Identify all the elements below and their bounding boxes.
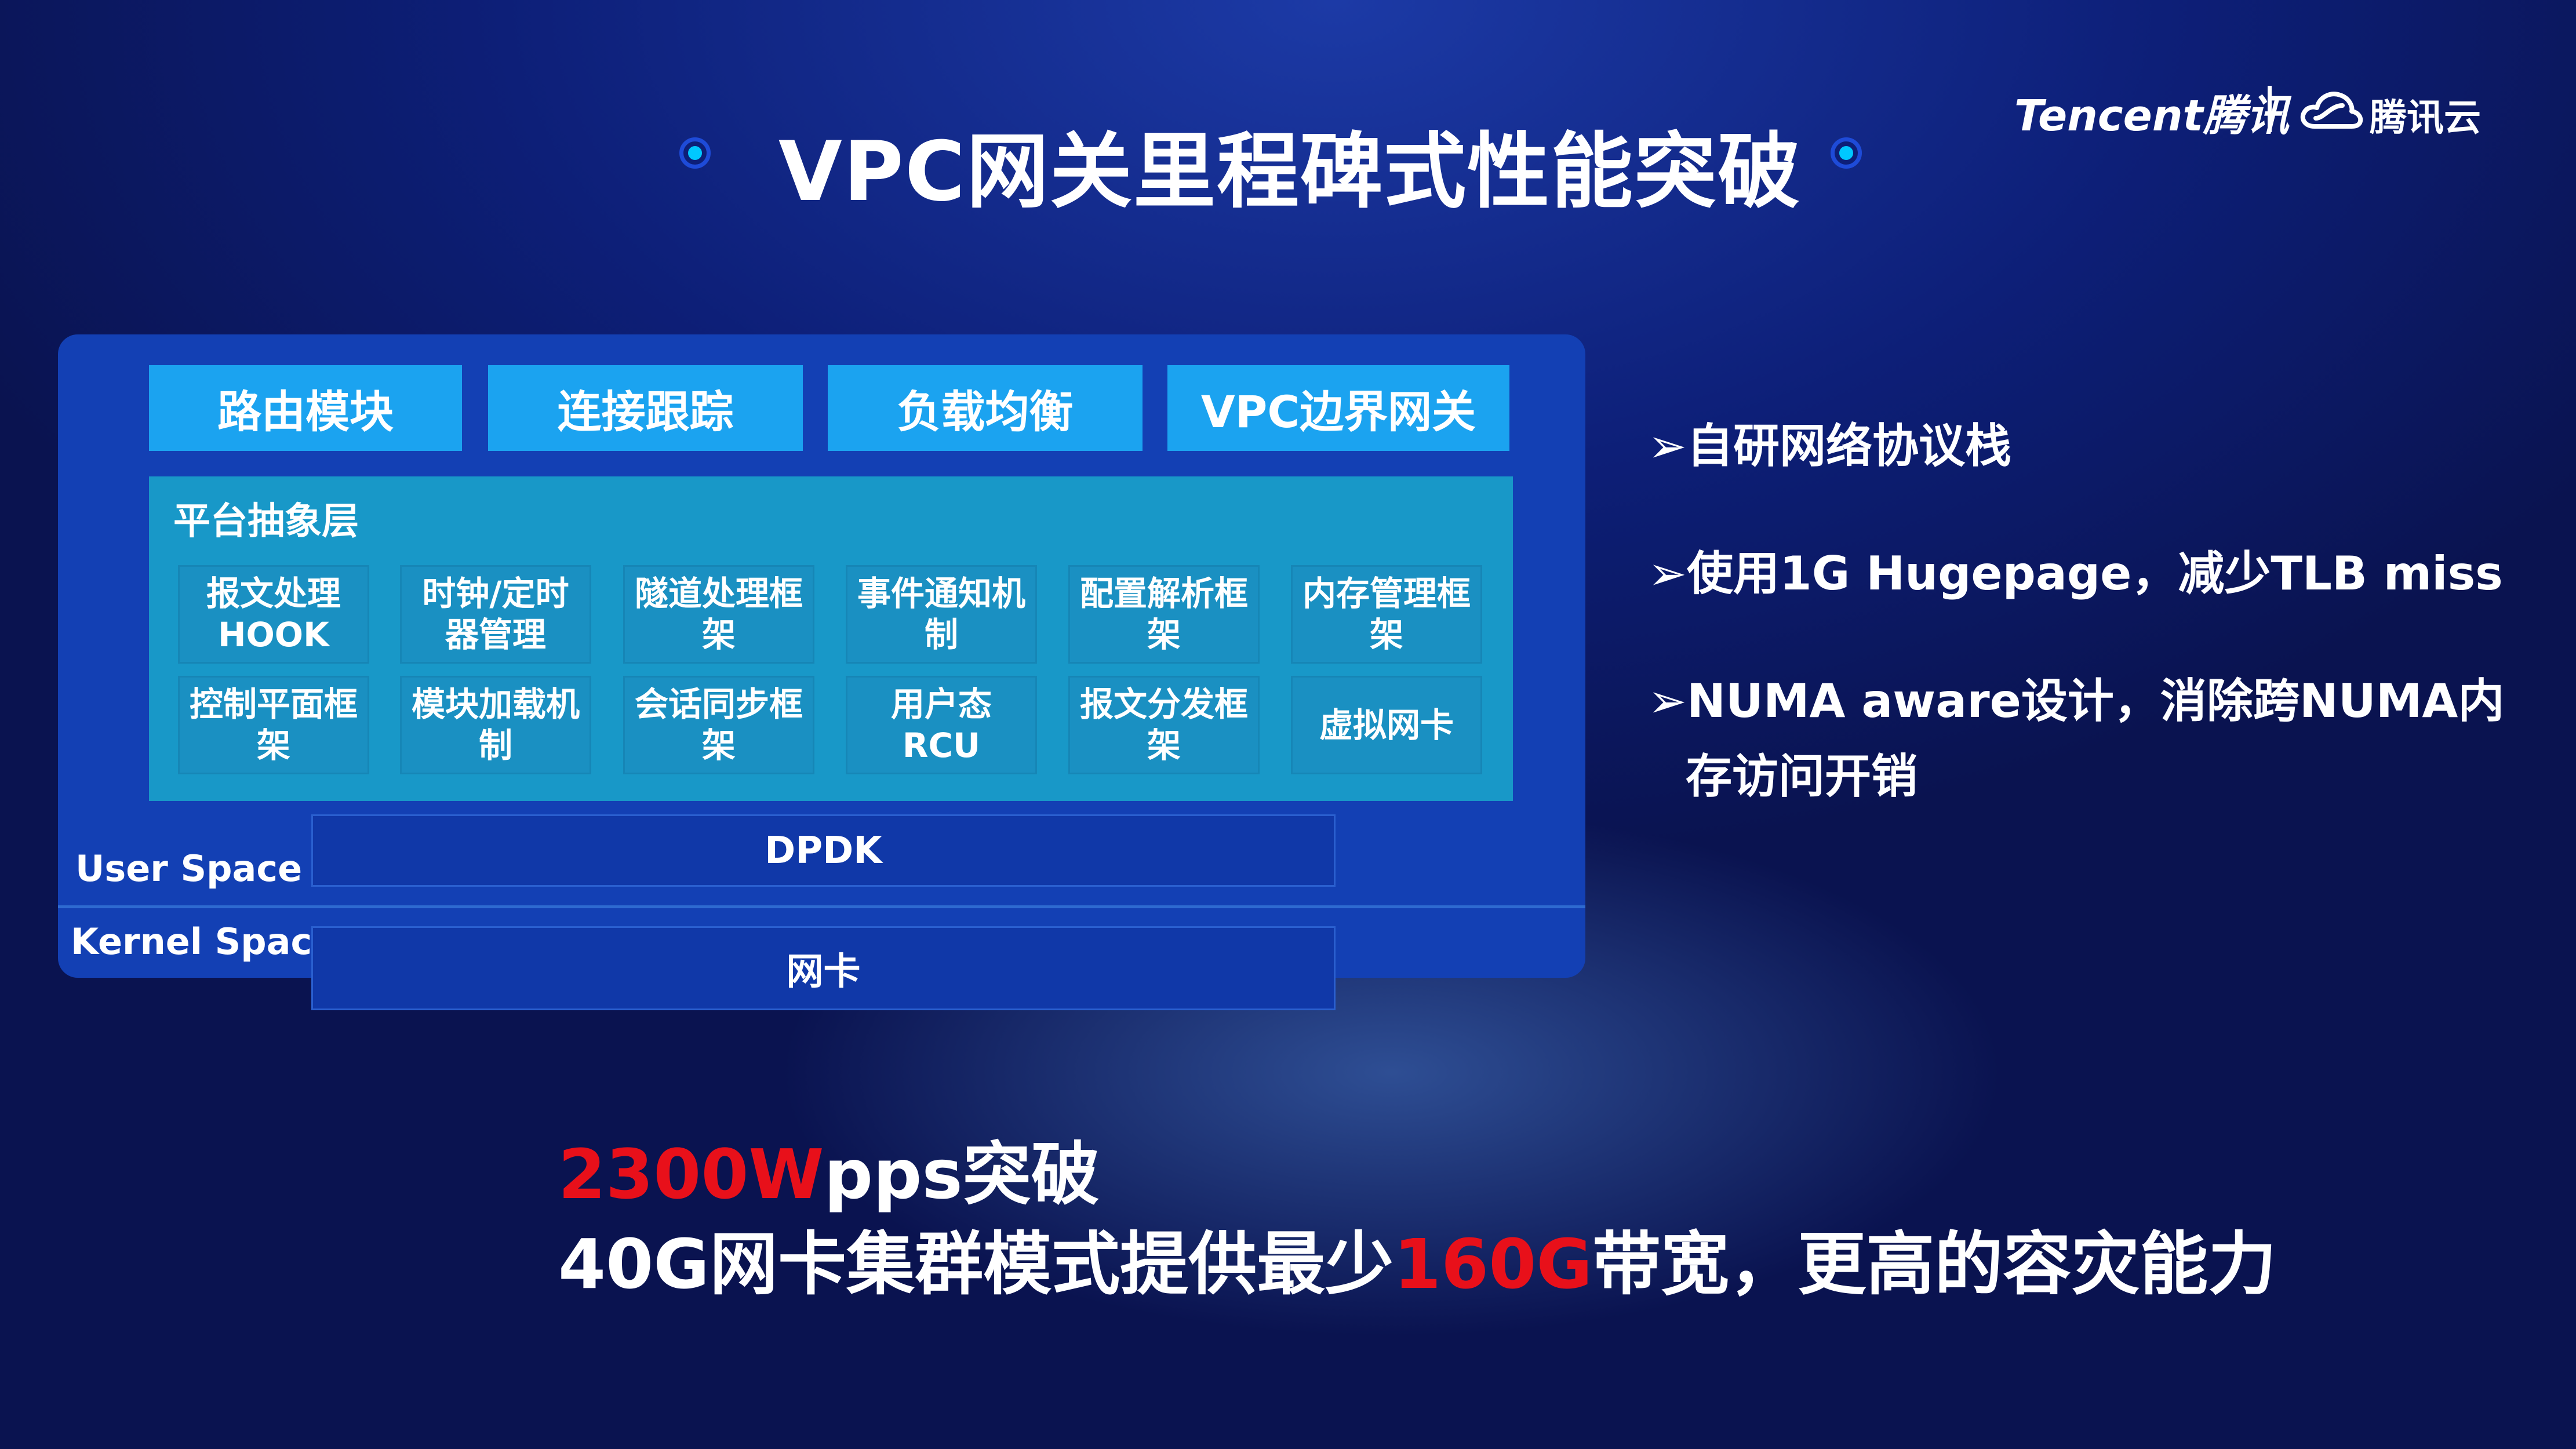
bullet-numa: ➢NUMA aware设计，消除跨NUMA内 [1648,674,2505,728]
platform-cell: 事件通知机 制 [846,565,1037,664]
stat-bandwidth-suffix: 带宽，更高的容灾能力 [1592,1224,2277,1304]
module-routing: 路由模块 [149,365,462,451]
dpdk-layer: DPDK [311,814,1336,887]
bullet-protocol-stack: ➢自研网络协议栈 [1648,419,2012,473]
stat-bandwidth-prefix: 40G网卡集群模式提供最少 [558,1224,1394,1304]
platform-cell: 内存管理框 架 [1291,565,1482,664]
platform-cell: 报文分发框 架 [1068,676,1260,774]
stat-pps-highlight: 2300W [558,1134,824,1214]
stat-bandwidth-highlight: 160G [1393,1224,1593,1304]
platform-cell: 虚拟网卡 [1291,676,1482,774]
platform-cell: 配置解析框 架 [1068,565,1260,664]
stat-bandwidth: 40G网卡集群模式提供最少160G带宽，更高的容灾能力 [558,1208,2276,1308]
stat-pps-text: pps突破 [824,1134,1100,1214]
platform-cell: 时钟/定时 器管理 [400,565,591,664]
module-load-balancing: 负载均衡 [828,365,1143,451]
user-kernel-divider [58,905,1585,908]
page-title: VPC网关里程碑式性能突破 [778,124,1802,220]
module-vpc-border-gateway: VPC边界网关 [1167,365,1509,451]
tencent-logo-text: Tencent腾讯 [2014,91,2289,141]
title-right-dot-icon [1831,137,1862,169]
platform-cell: 模块加载机 制 [400,676,591,774]
module-conntrack: 连接跟踪 [488,365,803,451]
platform-layer-title: 平台抽象层 [173,500,359,543]
platform-cell: 报文处理 HOOK [178,565,369,664]
cloud-logo-icon [2300,92,2363,129]
user-space-label: User Space [75,847,303,890]
platform-cell: 控制平面框 架 [178,676,369,774]
stat-pps: 2300Wpps突破 [558,1119,1100,1218]
nic-layer: 网卡 [311,926,1336,1010]
platform-cell: 用户态 RCU [846,676,1037,774]
bullet-hugepage: ➢使用1G Hugepage，减少TLB miss [1648,547,2503,600]
platform-cell: 隧道处理框 架 [623,565,814,664]
brand-separator [2268,86,2272,132]
title-left-dot-icon [679,137,711,169]
platform-cell: 会话同步框 架 [623,676,814,774]
kernel-space-label: Kernel Space [71,920,337,963]
tencent-cloud-logo-text: 腾讯云 [2370,97,2481,140]
bullet-numa-continued: 存访问开销 [1686,749,1918,803]
platform-abstraction-layer [149,476,1513,801]
